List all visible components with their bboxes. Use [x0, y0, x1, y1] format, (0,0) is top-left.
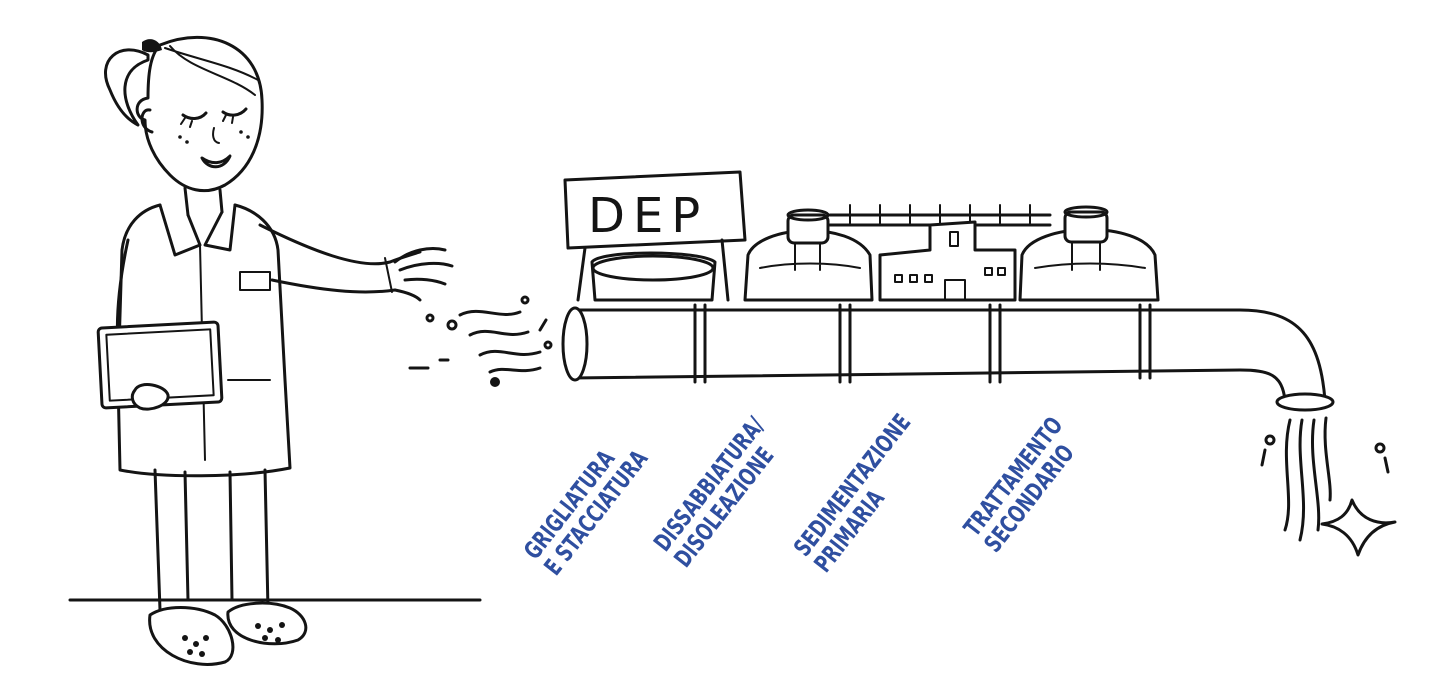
- control-building: [878, 220, 1017, 302]
- pipe-joint-4: [1138, 303, 1152, 380]
- bridge-posts: [849, 204, 1031, 226]
- neck: [183, 186, 224, 217]
- right-clog: [226, 601, 308, 646]
- ponytail: [104, 48, 150, 127]
- pipe-body: [570, 308, 1327, 402]
- plant-structures: DEP: [563, 170, 1160, 302]
- head: [135, 35, 264, 193]
- right-eye: [221, 107, 248, 117]
- right-arm-bottom: [270, 278, 397, 294]
- pipe-joint-1: [693, 303, 707, 384]
- legs: [153, 468, 270, 612]
- sparkle: [1320, 498, 1397, 557]
- basin-rim: [591, 254, 715, 282]
- sign-text: DEP: [588, 188, 708, 244]
- eyelashes: [180, 114, 234, 128]
- sign-board: [563, 170, 747, 250]
- name-badge: [239, 271, 271, 291]
- clog-holes: [182, 622, 285, 657]
- left-hand: [130, 383, 170, 411]
- left-clog: [148, 606, 235, 666]
- left-eye: [181, 111, 208, 120]
- scientist-figure: [96, 35, 454, 666]
- ear: [140, 108, 154, 134]
- dep-sign: DEP: [563, 170, 747, 302]
- tank-left: [743, 208, 874, 302]
- tank-right: [1018, 205, 1160, 302]
- pipe-outlet: [1275, 392, 1335, 412]
- right-hand-fingers: [393, 247, 454, 302]
- nose: [212, 127, 220, 144]
- sleeve-cuff: [384, 257, 393, 293]
- screening-basin: [590, 251, 717, 302]
- pipe-inlet: [561, 306, 589, 382]
- coat-collar: [158, 203, 237, 257]
- hair-strand: [169, 45, 256, 96]
- right-arm-top: [258, 223, 422, 266]
- hair-line: [164, 47, 259, 81]
- pipe-joint-2: [838, 303, 852, 384]
- pipe-joint-3: [988, 303, 1002, 384]
- mouth: [200, 154, 232, 169]
- main-pipe: [561, 303, 1335, 412]
- clean-water-outflow: [1260, 416, 1397, 557]
- sign-posts: [576, 238, 730, 302]
- incoming-waste: [408, 295, 553, 387]
